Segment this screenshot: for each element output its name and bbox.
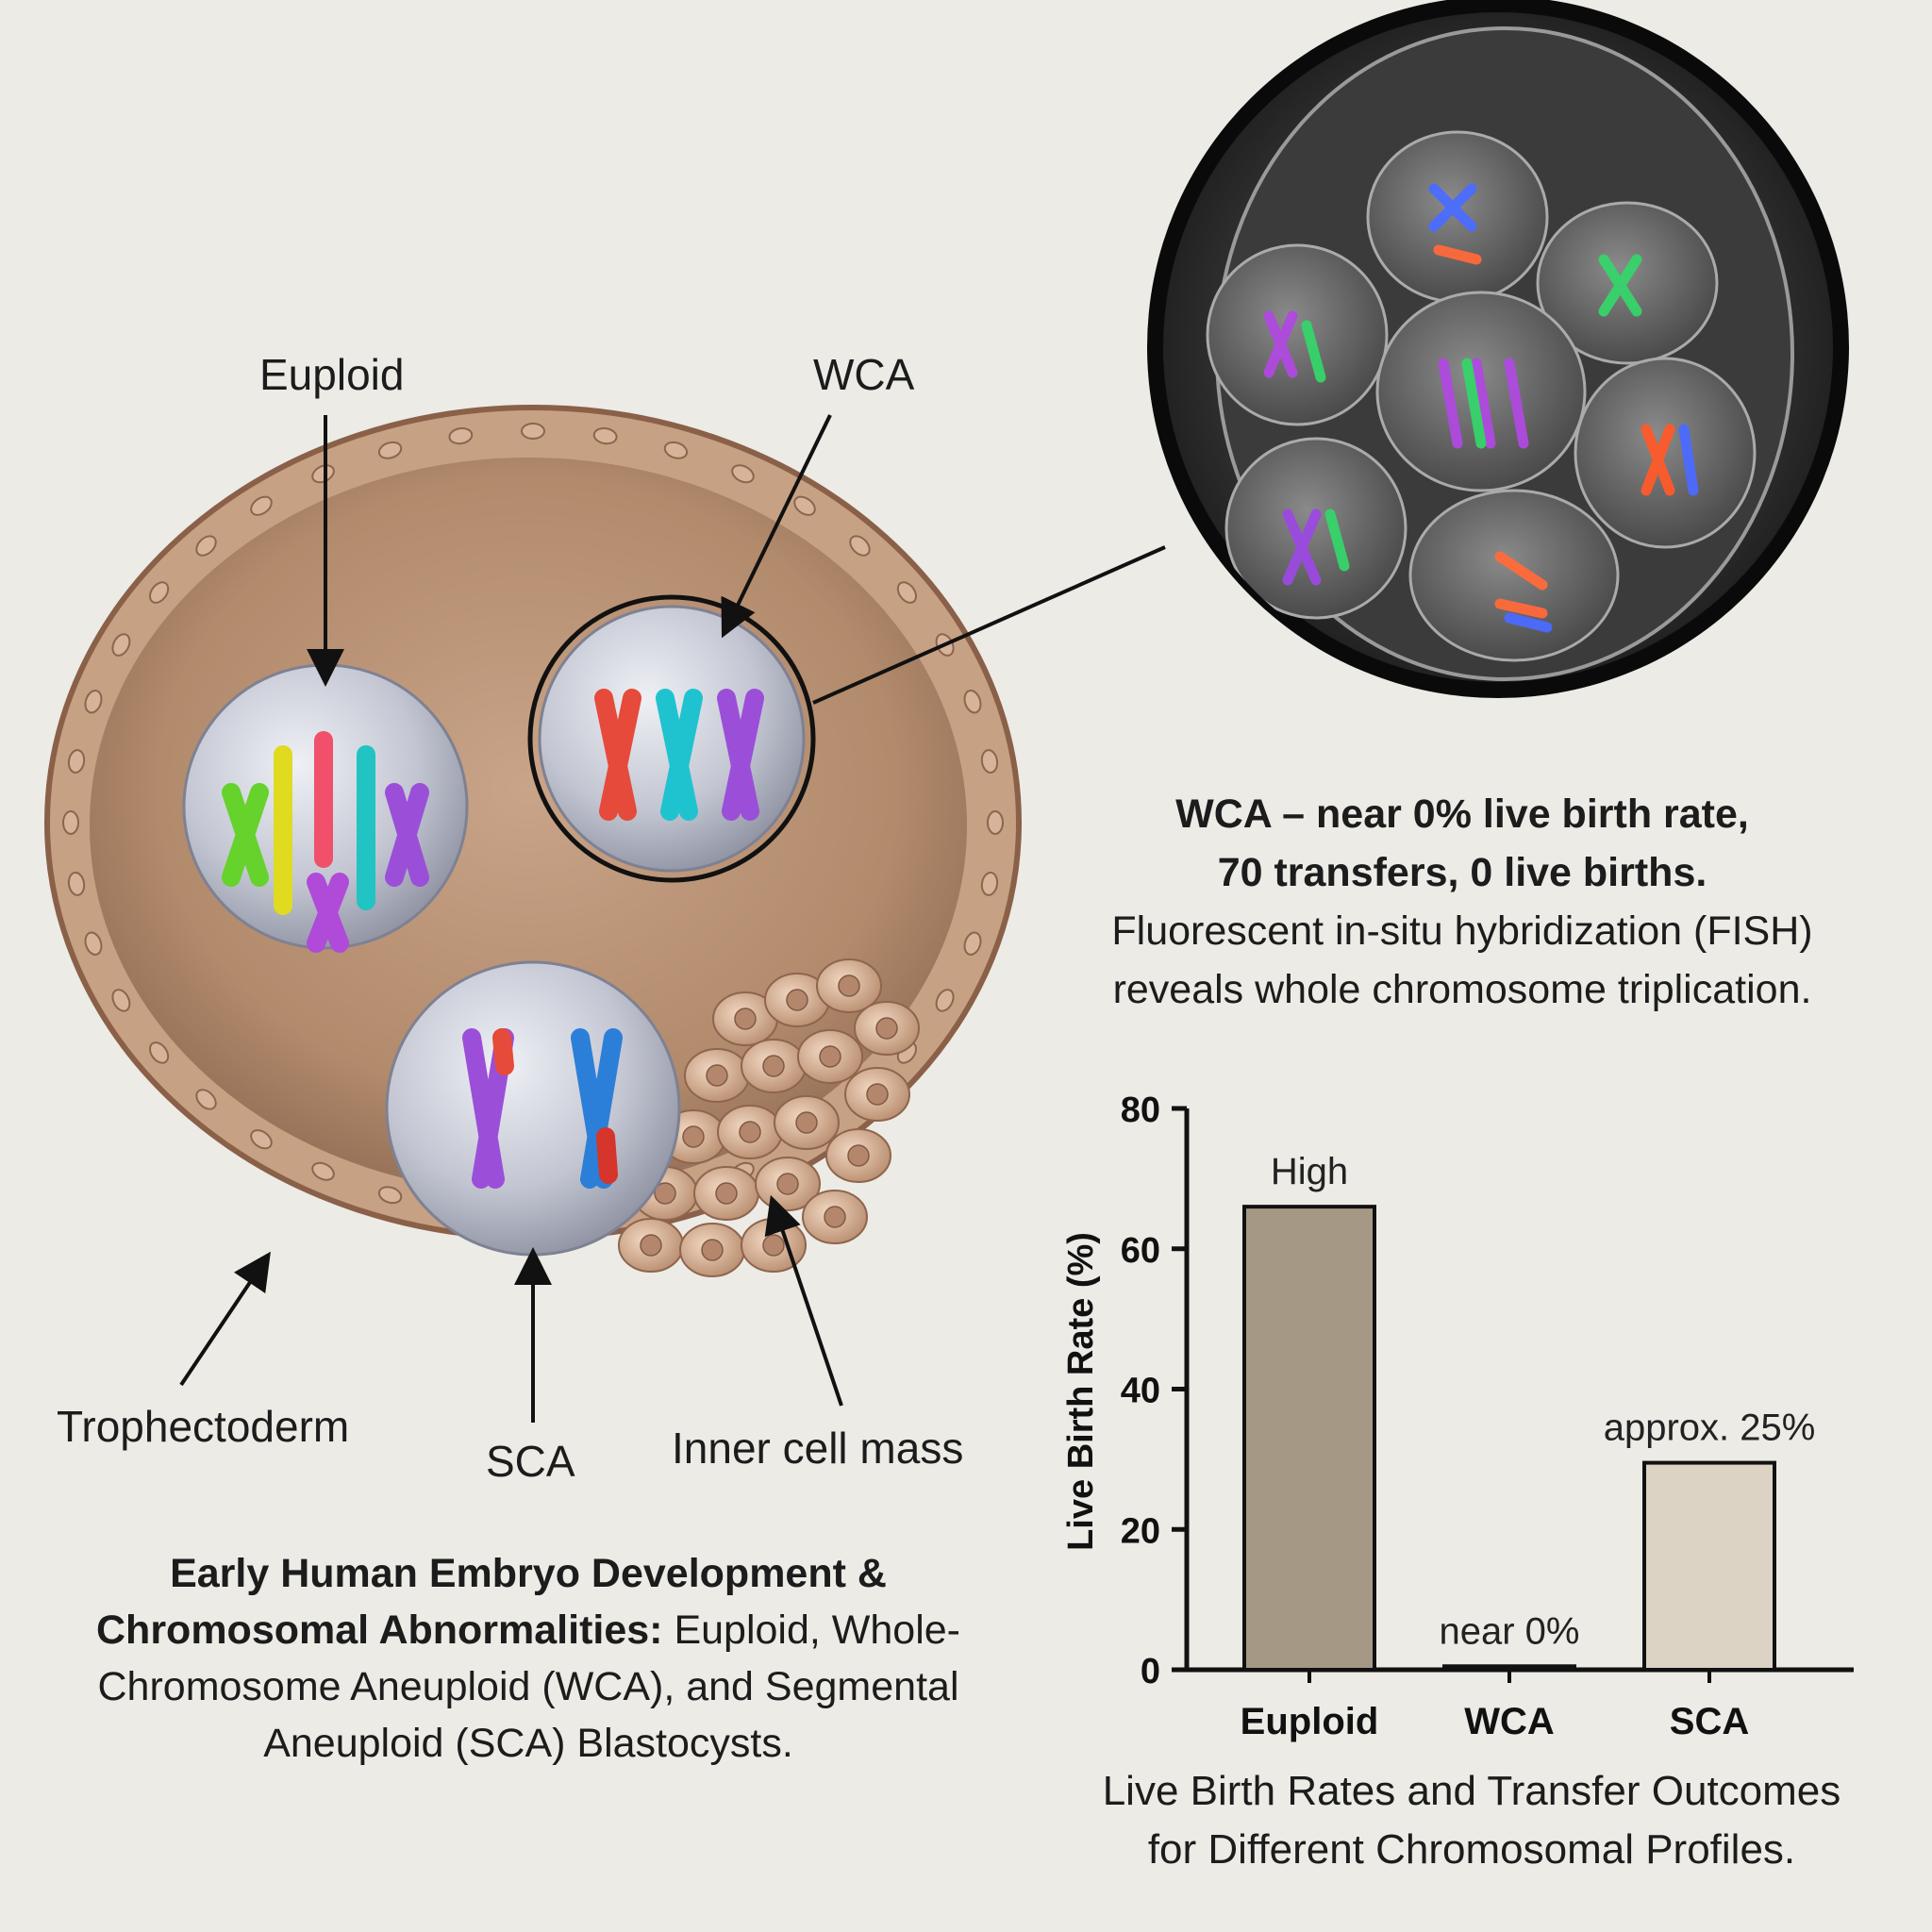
wca-label: WCA xyxy=(813,350,915,399)
trophectoderm-cell-nucleus xyxy=(896,581,917,604)
trophectoderm-label: Trophectoderm xyxy=(57,1402,350,1451)
trophectoderm-cell-nucleus xyxy=(84,931,103,956)
inner-cell-mass-cell xyxy=(802,1190,868,1244)
fish-signals xyxy=(1263,183,1699,633)
y-tick-label: 60 xyxy=(1121,1231,1160,1271)
trophectoderm-cell-nucleus xyxy=(62,810,79,835)
inner-cell-mass-cell xyxy=(844,1067,910,1122)
bar-value-label: approx. 25% xyxy=(1604,1407,1816,1449)
sca-nucleus xyxy=(385,960,681,1257)
chart-caption: Live Birth Rates and Transfer Outcomes f… xyxy=(1047,1762,1896,1879)
x-tick-label: WCA xyxy=(1464,1701,1555,1742)
trophectoderm-cell-nucleus xyxy=(521,423,545,440)
y-tick-label: 80 xyxy=(1121,1091,1160,1130)
inner-cell-mass-cell xyxy=(693,1166,759,1221)
trophectoderm-arrow xyxy=(179,1251,271,1387)
trophectoderm-cell-nucleus xyxy=(84,690,103,714)
wca-zoom-connector xyxy=(812,545,1166,705)
trophectoderm-cell-nucleus xyxy=(793,495,816,516)
inner-cell-mass-cell xyxy=(684,1048,750,1103)
trophectoderm-cell-nucleus xyxy=(377,441,403,459)
fish-caption-line-3: Fluorescent in-situ hybridization (FISH) xyxy=(1111,908,1813,954)
wca-triplicated-chromosomes xyxy=(594,689,764,821)
diagram-caption: Early Human Embryo Development & Chromos… xyxy=(38,1545,1019,1772)
chart-caption-line-2: for Different Chromosomal Profiles. xyxy=(1147,1826,1796,1873)
label-arrows xyxy=(179,414,843,1423)
inner-cell-mass-cell xyxy=(797,1029,863,1084)
euploid-label: Euploid xyxy=(259,350,405,399)
trophectoderm-cell-nucleus xyxy=(111,633,131,657)
trophectoderm-cell-nucleus xyxy=(67,749,86,774)
trophectoderm-cell-nucleus xyxy=(987,810,1004,835)
inner-cell-mass-cell xyxy=(618,1218,684,1273)
wca-arrow xyxy=(721,414,832,639)
sca-label: SCA xyxy=(486,1437,575,1486)
sca-segmental-chromosomes xyxy=(462,1028,623,1189)
trophectoderm-cell-nucleus xyxy=(663,441,689,459)
inner-cell-mass-arrow xyxy=(764,1194,843,1407)
y-tick-label: 0 xyxy=(1141,1652,1160,1691)
trophectoderm-cell-nucleus xyxy=(963,690,982,714)
diagram-caption-text: Euploid, Whole-Chromosome Aneuploid (WCA… xyxy=(97,1607,961,1766)
trophectoderm-cell-nucleus xyxy=(377,1186,403,1205)
trophectoderm-cell-nucleus xyxy=(195,1089,217,1110)
trophectoderm-cell-nucleus xyxy=(849,535,871,557)
inner-cell-mass-cell xyxy=(825,1128,891,1183)
y-axis-label: Live Birth Rate (%) xyxy=(1061,1232,1101,1551)
trophectoderm-cell-nucleus xyxy=(592,426,618,445)
wca-nucleus xyxy=(527,594,816,883)
x-tick-label: SCA xyxy=(1670,1701,1749,1742)
trophectoderm-cell-nucleus xyxy=(149,1041,170,1064)
trophectoderm-cell-nucleus xyxy=(195,535,217,557)
inner-cell-mass-cell xyxy=(854,1001,920,1056)
trophectoderm-cell-nucleus xyxy=(111,989,131,1012)
x-tick-label: Euploid xyxy=(1241,1701,1379,1742)
trophectoderm-cell-nucleus xyxy=(963,931,982,956)
trophectoderm-cell-nucleus xyxy=(448,426,474,445)
inner-cell-mass-cell xyxy=(717,1105,783,1159)
inner-cell-mass-label: Inner cell mass xyxy=(672,1424,964,1473)
inner-cell-mass-cell xyxy=(774,1095,840,1150)
bar-euploid xyxy=(1242,1205,1376,1672)
bar-wca xyxy=(1442,1664,1576,1673)
inner-cell-mass xyxy=(618,958,920,1277)
fish-caption-line-1: WCA – near 0% live birth rate, xyxy=(1175,791,1749,837)
trophectoderm-cell-nucleus xyxy=(149,581,170,604)
diagram-caption-title: Early Human Embryo Development & Chromos… xyxy=(96,1551,887,1653)
y-tick-label: 20 xyxy=(1121,1511,1160,1551)
bar-value-label: near 0% xyxy=(1440,1610,1580,1652)
trophectoderm-cell-nucleus xyxy=(250,495,273,516)
trophectoderm-cell-nucleus xyxy=(67,872,86,896)
inner-cell-mass-cell xyxy=(741,1039,807,1093)
fish-caption-line-2: 70 transfers, 0 live births. xyxy=(1217,850,1707,895)
euploid-chromosomes xyxy=(222,731,429,953)
fish-caption-line-4: reveals whole chromosome triplication. xyxy=(1112,967,1812,1012)
inner-cell-mass-cell xyxy=(741,1218,807,1273)
trophectoderm-cell-nucleus xyxy=(731,464,755,484)
inner-cell-mass-cell xyxy=(816,958,882,1013)
trophectoderm-cell-nucleus xyxy=(935,989,955,1012)
y-tick-label: 40 xyxy=(1121,1372,1160,1411)
inner-cell-mass-cell xyxy=(679,1223,745,1277)
bar-sca xyxy=(1642,1460,1776,1672)
chart-caption-line-1: Live Birth Rates and Transfer Outcomes xyxy=(1102,1768,1841,1814)
trophectoderm-cell-nucleus xyxy=(980,749,999,774)
fish-micrograph xyxy=(1147,0,1849,698)
euploid-nucleus xyxy=(182,663,469,953)
trophectoderm-cell-nucleus xyxy=(311,1161,335,1181)
trophectoderm-cell-nucleus xyxy=(980,872,999,896)
trophectoderm-cell-nucleus xyxy=(250,1129,273,1150)
fish-caption: WCA – near 0% live birth rate, 70 transf… xyxy=(1038,785,1887,1019)
bar-value-label: High xyxy=(1271,1151,1348,1192)
